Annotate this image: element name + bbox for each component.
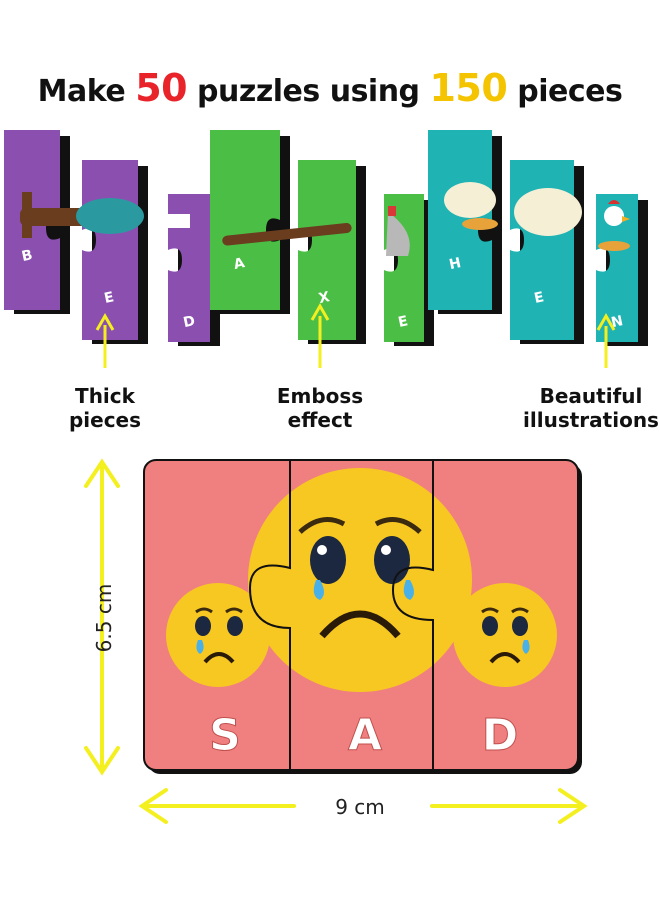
headline-number-puzzles: 50 [135,66,188,110]
feature-label-beautiful-illustrations: Beautiful illustrations [523,384,659,432]
strip-letter-bed-b: B [20,247,34,265]
strip-letter-axe-a: A [232,255,246,273]
headline-part2: puzzles using [187,74,430,109]
headline-number-pieces: 150 [429,66,508,110]
dimension-height-label: 6.5 cm [92,583,116,653]
puzzle-piece-axe-a [210,130,290,314]
puzzle-piece-hen-e [510,160,584,344]
puzzle-piece-axe-x [298,160,366,344]
sad-letter-a: A [348,710,382,761]
bed-illustration [20,192,190,238]
sad-face-small-right-icon [453,583,557,687]
dimension-arrows [84,458,588,824]
feature-arrows [95,302,616,368]
strip-letter-hen-e: E [533,289,546,307]
strip-letter-axe-e: E [397,313,410,331]
sad-puzzle-piece-dividers [248,460,434,770]
hen-illustration [444,182,630,251]
sad-face-small-left-icon [166,583,270,687]
headline-part1: Make [37,74,136,109]
axe-illustration [222,206,410,256]
headline-part3: pieces [507,74,623,109]
dimension-width-label: 9 cm [335,795,385,819]
sad-face-large-icon [248,468,472,692]
strip-letter-bed-d: D [182,313,197,331]
headline: Make 50 puzzles using 150 pieces [0,66,660,110]
feature-label-emboss-effect: Emboss effect [276,384,364,432]
puzzle-piece-bed-e [82,160,148,344]
sad-letter-s: S [209,710,241,761]
strip-letter-axe-x: X [317,289,331,307]
puzzle-piece-bed-d [168,194,220,346]
sad-letter-d: D [482,710,519,761]
puzzle-piece-hen-n [596,194,648,346]
strip-letter-hen-h: H [448,255,463,273]
strip-letter-bed-e: E [103,289,116,307]
feature-label-thick-pieces: Thick pieces [68,384,142,432]
